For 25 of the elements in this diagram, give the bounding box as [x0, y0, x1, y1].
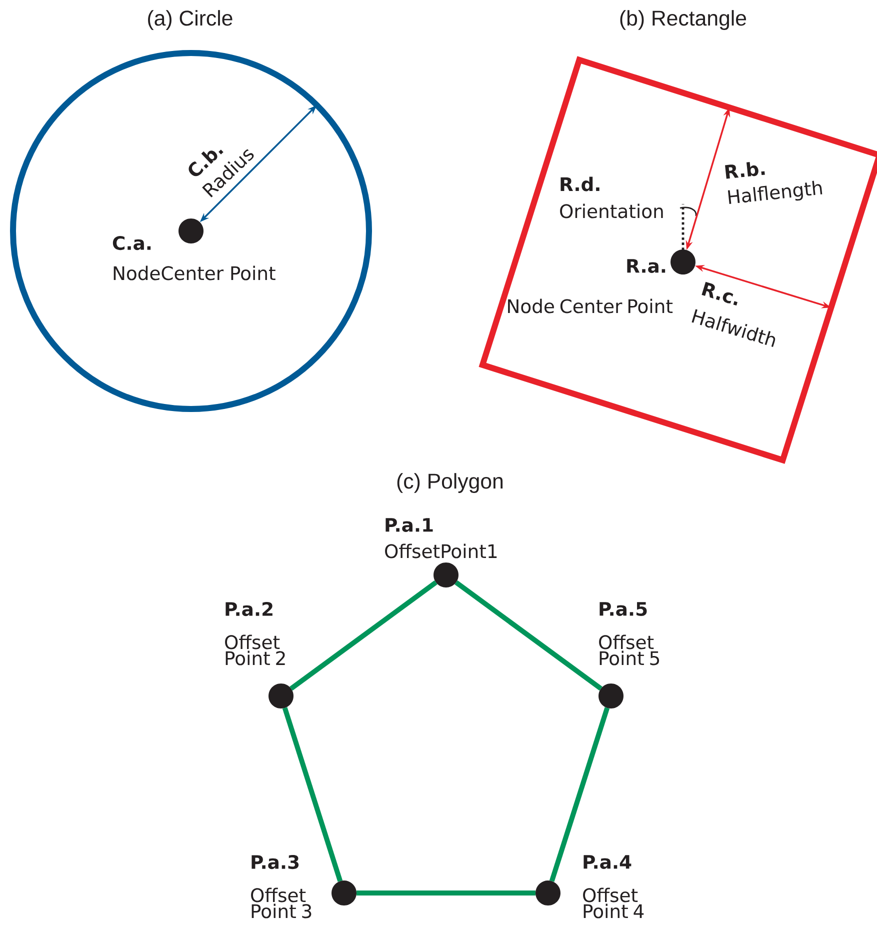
point-id: C.a.: [112, 236, 151, 250]
panel-title: (a) Circle: [148, 10, 232, 30]
point-id: P.a.3: [252, 854, 299, 870]
polygon-edge: [356, 890, 536, 896]
point-label: OffsetPoint1: [385, 544, 497, 558]
measure-id: R.b.: [725, 162, 765, 179]
polygon-edge: [282, 707, 343, 882]
point-label: Node Center Point: [508, 298, 673, 314]
point-id: P.a.5: [600, 602, 647, 616]
measure-label: Halflength: [728, 180, 822, 204]
point-label: NodeCenter Point: [114, 266, 276, 280]
point-id: R.a.: [627, 259, 666, 273]
polygon-edge: [454, 580, 602, 691]
measure-id: R.c.: [702, 282, 738, 306]
point-id: P.a.4: [584, 855, 632, 869]
point-id: P.a.2: [226, 602, 272, 616]
point-id: P.a.1: [386, 518, 433, 532]
measure-id: R.d.: [560, 176, 600, 192]
point-label: Offset Point 3: [251, 888, 312, 918]
polygon-edge: [290, 580, 438, 691]
point-label: Offset Point 5: [599, 634, 660, 666]
point-label: Offset Point 4: [583, 888, 644, 918]
panel-title: (b) Rectangle: [620, 10, 746, 30]
point-label: Offset Point 2: [225, 634, 285, 666]
polygon-edge: [549, 707, 610, 882]
